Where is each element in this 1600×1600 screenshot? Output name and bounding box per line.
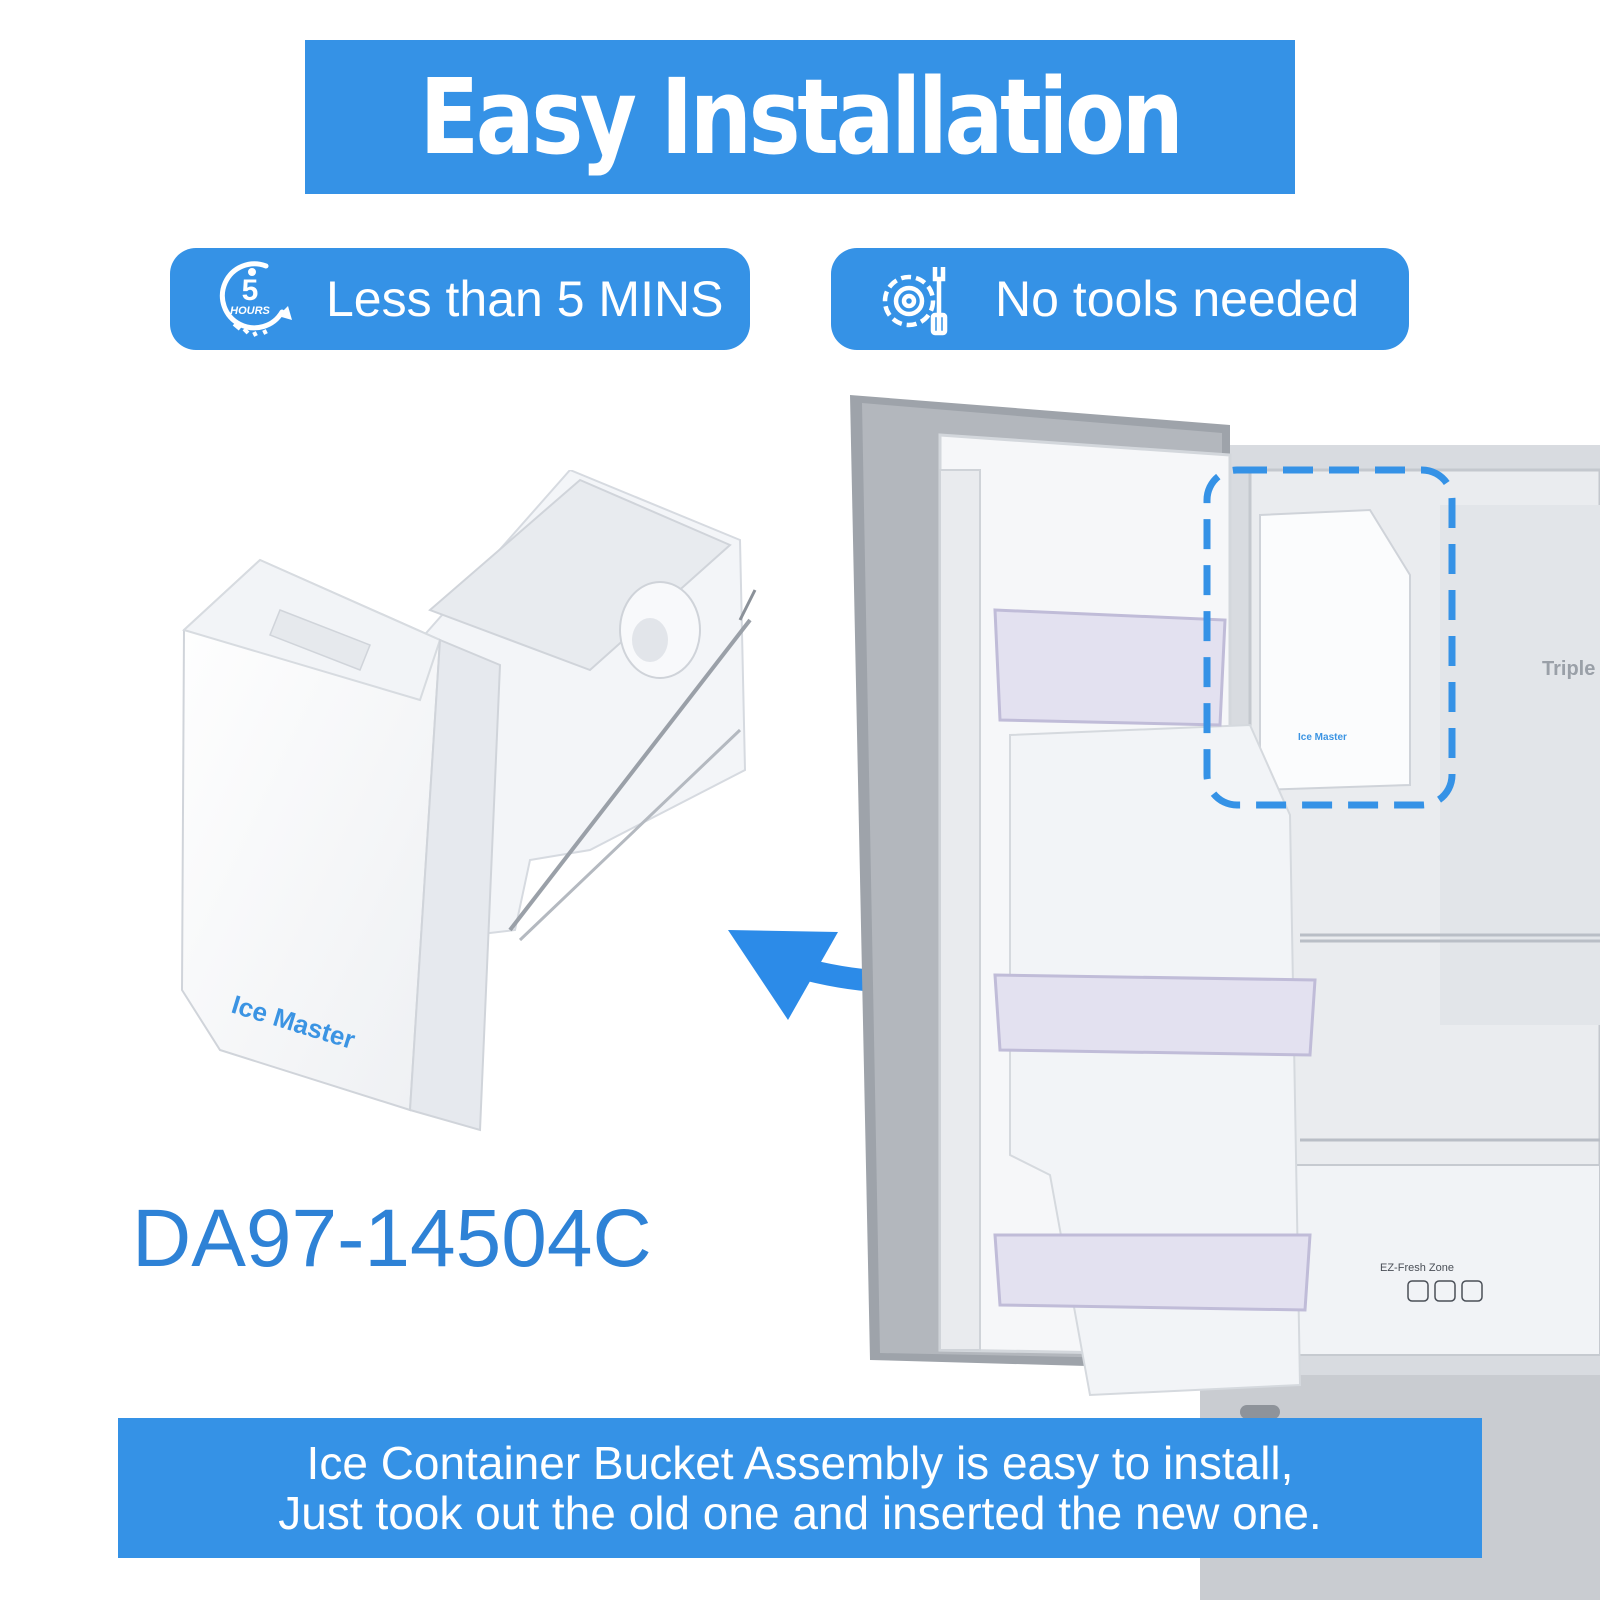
clock-badge-unit: HOURS (230, 305, 270, 317)
description-line-2: Just took out the old one and inserted t… (278, 1487, 1322, 1539)
fridge-shelf-label: Triple (1542, 658, 1595, 680)
feature-label-tools: No tools needed (995, 271, 1360, 327)
crisper-drawer-label: EZ-Fresh Zone (1380, 1262, 1454, 1274)
description-line-1: Ice Container Bucket Assembly is easy to… (306, 1437, 1294, 1489)
feature-label-time: Less than 5 MINS (326, 271, 724, 327)
installed-container-brand: Ice Master (1298, 732, 1347, 743)
ice-bucket-product-image: Ice Master (180, 470, 757, 1132)
feature-pill-tools: No tools needed (831, 248, 1409, 350)
part-number: DA97-14504C (132, 1193, 652, 1284)
feature-pill-time: 5 HOURS Less than 5 MINS (170, 248, 750, 350)
title-banner: Easy Installation (305, 40, 1295, 194)
description-banner: Ice Container Bucket Assembly is easy to… (118, 1418, 1482, 1558)
gear-wrench-icon (882, 267, 948, 336)
clock-badge-number: 5 (242, 274, 259, 307)
page-title: Easy Installation (419, 56, 1183, 178)
clock-5-hours-icon: 5 HOURS (219, 261, 292, 337)
